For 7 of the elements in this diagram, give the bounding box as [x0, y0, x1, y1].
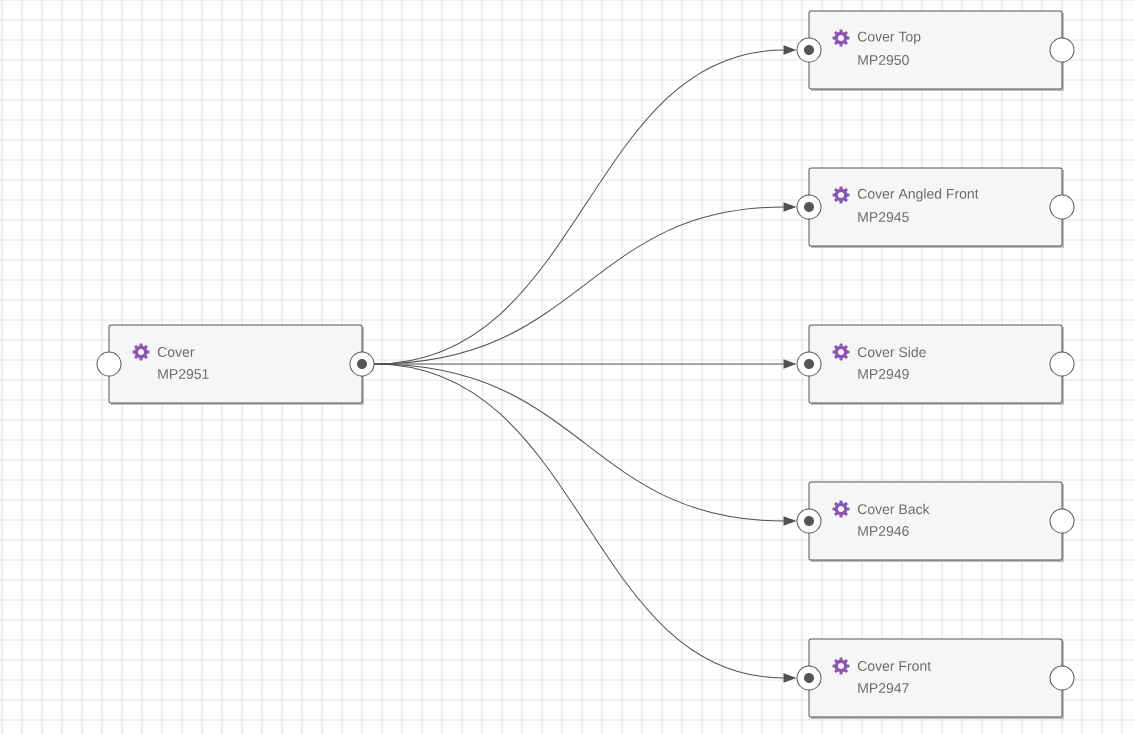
arrow — [374, 363, 796, 683]
process-box: Cover Side MP2949 — [808, 324, 1064, 405]
process-box: Cover Back MP2946 — [808, 481, 1064, 562]
process-box: Cover Top MP2950 — [808, 10, 1064, 91]
process-box: Cover Front MP2947 — [808, 638, 1064, 719]
process-box: Cover Angled Front MP2945 — [808, 167, 1064, 248]
process-box: Cover MP2951 — [108, 324, 364, 405]
